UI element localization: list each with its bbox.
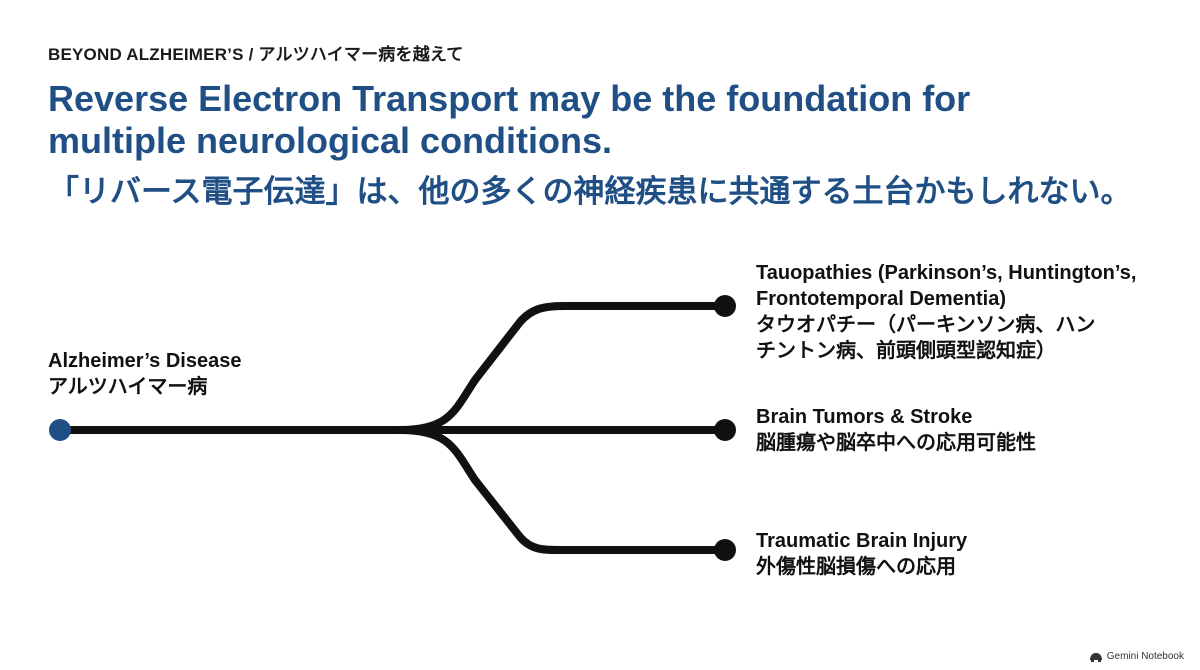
source-node-label: Alzheimer’s Disease アルツハイマー病 (48, 348, 241, 400)
branch-1-jp-line-2: チントン病、前頭側頭型認知症） (756, 340, 1056, 362)
branch-label-tbi: Traumatic Brain Injury 外傷性脳損傷への応用 (756, 528, 1176, 580)
branch-1-en-line-1: Tauopathies (Parkinson’s, Huntington’s, (756, 262, 1137, 284)
footer-brand: Gemini Notebook (1089, 651, 1184, 662)
branch-label-brain-tumors: Brain Tumors & Stroke 脳腫瘍や脳卒中への応用可能性 (756, 404, 1176, 456)
branch-1-jp-line-1: タウオパチー（パーキンソン病、ハン (756, 314, 1096, 336)
branch-1-en-line-2: Frontotemporal Dementia) (756, 288, 1007, 310)
branch-node-dot-3 (714, 539, 736, 561)
connector-line-1 (396, 302, 729, 434)
source-node-dot (49, 419, 71, 441)
branch-3-en: Traumatic Brain Injury (756, 530, 968, 552)
branch-label-tauopathies: Tauopathies (Parkinson’s, Huntington’s, … (756, 260, 1176, 364)
branch-2-jp: 脳腫瘍や脳卒中への応用可能性 (756, 432, 1036, 454)
page-title-en: Reverse Electron Transport may be the fo… (48, 78, 1148, 162)
branch-node-dot-1 (714, 295, 736, 317)
eyebrow-label: BEYOND ALZHEIMER’S / アルツハイマー病を越えて (48, 45, 464, 64)
page-title-en-line-2: multiple neurological conditions. (48, 120, 613, 161)
branch-2-en: Brain Tumors & Stroke (756, 406, 973, 428)
brain-icon (1089, 652, 1102, 662)
branch-node-dot-2 (714, 419, 736, 441)
page-title-en-line-1: Reverse Electron Transport may be the fo… (48, 78, 971, 119)
branch-3-jp: 外傷性脳損傷への応用 (756, 556, 956, 578)
footer-brand-text: Gemini Notebook (1106, 651, 1184, 662)
page-title-jp: 「リバース電子伝達」は、他の多くの神経疾患に共通する土台かもしれない。 (48, 174, 1132, 209)
connector-line-3 (396, 426, 729, 555)
source-label-en: Alzheimer’s Disease (48, 350, 242, 372)
source-label-jp: アルツハイマー病 (48, 376, 208, 398)
